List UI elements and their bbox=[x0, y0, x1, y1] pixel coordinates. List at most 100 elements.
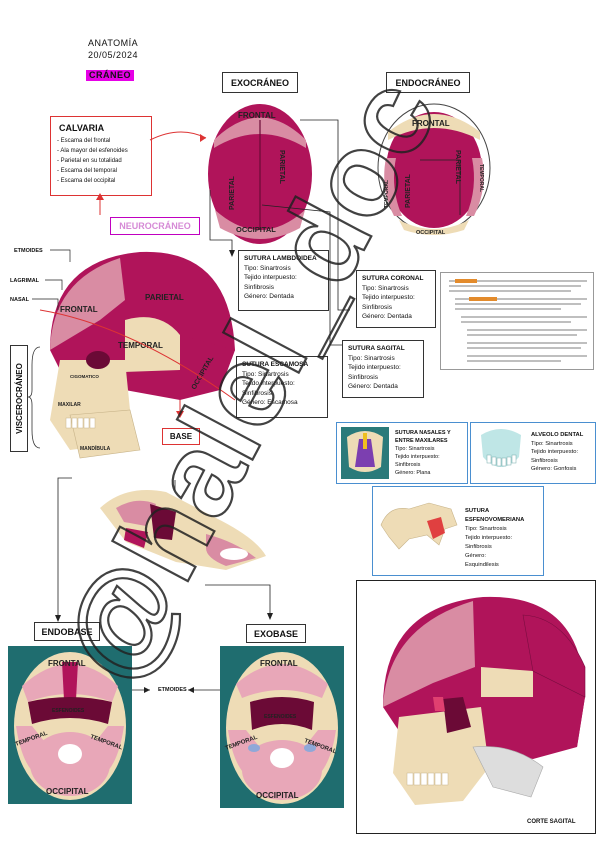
lat-parietal-label: PARIETAL bbox=[145, 293, 184, 302]
corte-sagital-title: CORTE SAGITAL bbox=[527, 819, 576, 825]
exo-frontal-label: FRONTAL bbox=[238, 111, 276, 120]
viscerocraneo-brace bbox=[27, 346, 41, 449]
endobase-frontal-label: FRONTAL bbox=[48, 659, 86, 668]
info-line: Tejido interpuesto: bbox=[465, 535, 513, 541]
exobase-image: FRONTAL ESFENOIDES TEMPORAL TEMPORAL OCC… bbox=[220, 646, 344, 808]
endo-occipital-label: OCCIPITAL bbox=[416, 230, 446, 236]
date-text: 20/05/2024 bbox=[88, 50, 139, 60]
info-line: Sinfibrosis bbox=[244, 283, 274, 291]
info-line: Tipo: Sinartrosis bbox=[395, 446, 435, 452]
info-line: Tipo: Sinartrosis bbox=[531, 440, 573, 447]
info-line: Tipo: Sinartrosis bbox=[242, 370, 289, 378]
sutura-lambdoidea-title: SUTURA LAMBDOIDEA bbox=[244, 255, 317, 262]
endocraneo-title: ENDOCRÁNEO bbox=[386, 72, 470, 93]
etmoides-side-label: ETMOIDES bbox=[14, 248, 43, 254]
sutura-escamosa-title: SUTURA ESCAMOSA bbox=[242, 361, 309, 368]
endo-temporal-left-label: TEMPORAL bbox=[384, 180, 390, 208]
exo-parietal-right-label: PARIETAL bbox=[278, 150, 285, 185]
sutura-escamosa-box: SUTURA ESCAMOSA Tipo: Sinartrosis Tejido… bbox=[236, 356, 328, 418]
endobase-occipital-label: OCCIPITAL bbox=[46, 787, 89, 796]
endo-frontal-label: FRONTAL bbox=[412, 119, 450, 128]
side-label-arrows bbox=[32, 249, 71, 310]
esfenovomeriana-image bbox=[380, 502, 458, 550]
lat-mandibula-label: MANDÍBULA bbox=[80, 444, 111, 452]
sutura-esfenovomeriana-title: SUTURA ESFENOVOMERIANA bbox=[465, 508, 525, 523]
sutura-nasales-panel: SUTURA NASALES Y ENTRE MAXILARES Tipo: S… bbox=[336, 422, 468, 484]
endocraneo-image: FRONTAL PARIETAL PARIETAL TEMPORAL TEMPO… bbox=[377, 103, 491, 236]
calvaria-title: CALVARIA bbox=[59, 123, 105, 133]
notes-panel bbox=[440, 272, 594, 370]
info-line: Tipo: Sinartrosis bbox=[244, 264, 291, 272]
info-line: Tejido interpuesto: bbox=[244, 274, 297, 281]
calvaria-item: - Escama del occipital bbox=[57, 178, 116, 184]
lat-temporal-label: TEMPORAL bbox=[118, 341, 163, 350]
exobase-occipital-label: OCCIPITAL bbox=[256, 791, 299, 800]
topic-highlight: CRÁNEO bbox=[86, 70, 135, 81]
info-line: Sinfibrosis bbox=[531, 457, 558, 464]
alveolo-image bbox=[481, 429, 521, 467]
calvaria-item: - Escama del frontal bbox=[57, 138, 111, 144]
info-line: Tejido interpuesto: bbox=[531, 449, 579, 455]
endobase-title: ENDOBASE bbox=[34, 622, 100, 641]
info-line: Tejido interpuesto: bbox=[362, 294, 415, 301]
sutura-sagital-box: SUTURA SAGITAL Tipo: Sinartrosis Tejido … bbox=[342, 340, 424, 398]
info-line: Sinfibrosis bbox=[242, 389, 272, 397]
info-line: Tejido interpuesto: bbox=[395, 454, 440, 460]
info-line: Sinfibrosis bbox=[362, 303, 392, 311]
info-line: Tejido interpuesto: bbox=[348, 364, 401, 371]
calvaria-box: CALVARIA - Escama del frontal - Ala mayo… bbox=[50, 116, 152, 196]
calvaria-item: - Parietal en su totalidad bbox=[57, 158, 122, 164]
viscerocraneo-box: VISCEROCRÁNEO bbox=[10, 345, 28, 452]
sutura-coronal-title: SUTURA CORONAL bbox=[362, 275, 424, 282]
info-line: Sinfibrosis bbox=[395, 462, 421, 468]
exo-occipital-label: OCCIPITAL bbox=[236, 225, 276, 234]
sutura-lambdoidea-box: SUTURA LAMBDOIDEA Tipo: Sinartrosis Teji… bbox=[238, 250, 329, 311]
info-line: Género: Dentada bbox=[362, 313, 412, 320]
endo-parietal-right-label: PARIETAL bbox=[454, 150, 461, 185]
exobase-esfenoides-label: ESFENOIDES bbox=[264, 714, 297, 720]
viscerocraneo-title: VISCEROCRÁNEO bbox=[14, 363, 24, 434]
exocraneo-image: FRONTAL PARIETAL PARIETAL OCCIPITAL bbox=[208, 104, 312, 244]
info-line: Género: Plana bbox=[395, 470, 431, 476]
alveolo-dental-title: ALVEOLO DENTAL bbox=[531, 432, 584, 438]
nasal-label: NASAL bbox=[10, 297, 29, 303]
endobase-esfenoides-label: ESFENOIDES bbox=[52, 708, 85, 714]
exo-parietal-left-label: PARIETAL bbox=[229, 175, 236, 210]
info-line: Tipo: Sinartrosis bbox=[362, 284, 409, 292]
lat-frontal-label: FRONTAL bbox=[60, 305, 98, 314]
sutura-coronal-box: SUTURA CORONAL Tipo: Sinartrosis Tejido … bbox=[356, 270, 436, 328]
lateral-skull-image: FRONTAL PARIETAL TEMPORAL OCCIPITAL CIGO… bbox=[39, 251, 236, 459]
corte-sagital-image bbox=[383, 596, 586, 805]
lagrimal-label: LAGRIMAL bbox=[10, 278, 40, 284]
calvaria-item: - Escama del temporal bbox=[57, 168, 118, 174]
notes-lines bbox=[449, 279, 587, 362]
sutura-nasales-title: SUTURA NASALES Y ENTRE MAXILARES bbox=[395, 430, 451, 444]
nasales-image bbox=[341, 427, 389, 479]
sutura-sagital-title: SUTURA SAGITAL bbox=[348, 345, 405, 352]
info-line: Género: Dentada bbox=[244, 293, 294, 300]
endo-parietal-left-label: PARIETAL bbox=[405, 173, 412, 208]
info-line: Sinfibrosis bbox=[465, 544, 492, 550]
info-line: Tipo: Sinartrosis bbox=[348, 354, 395, 362]
info-line: Tejido interpuesto: bbox=[242, 380, 295, 387]
info-line: Género: bbox=[465, 553, 486, 559]
info-line: Esquindilesis bbox=[465, 562, 499, 568]
corte-sagital-panel: CORTE SAGITAL bbox=[356, 580, 596, 834]
info-line: Tipo: Sinartrosis bbox=[465, 526, 507, 532]
exocraneo-title: EXOCRÁNEO bbox=[222, 72, 298, 93]
info-line: Sinfibrosis bbox=[348, 373, 378, 381]
calvaria-item: - Ala mayor del esfenoides bbox=[57, 148, 128, 154]
lat-cigomatico-label: CIGOMATICO bbox=[70, 374, 99, 379]
info-line: Género: Escamosa bbox=[242, 399, 298, 406]
alveolo-dental-panel: ALVEOLO DENTAL Tipo: Sinartrosis Tejido … bbox=[470, 422, 596, 484]
base-oblique-image bbox=[100, 490, 266, 570]
lat-maxilar-label: MAXILAR bbox=[58, 402, 81, 408]
exobase-frontal-label: FRONTAL bbox=[260, 659, 298, 668]
subject-title: ANATOMÍA bbox=[88, 38, 139, 48]
endobase-image: FRONTAL ESFENOIDES TEMPORAL TEMPORAL OCC… bbox=[8, 646, 132, 804]
info-line: Género: Gonfosis bbox=[531, 466, 577, 472]
etmoides-center-label: ETMOIDES bbox=[158, 687, 187, 693]
sutura-esfenovomeriana-panel: SUTURA ESFENOVOMERIANA Tipo: Sinartrosis… bbox=[372, 486, 544, 576]
neurocraneo-title: NEUROCRÁNEO bbox=[110, 217, 200, 235]
exobase-title: EXOBASE bbox=[246, 624, 306, 643]
